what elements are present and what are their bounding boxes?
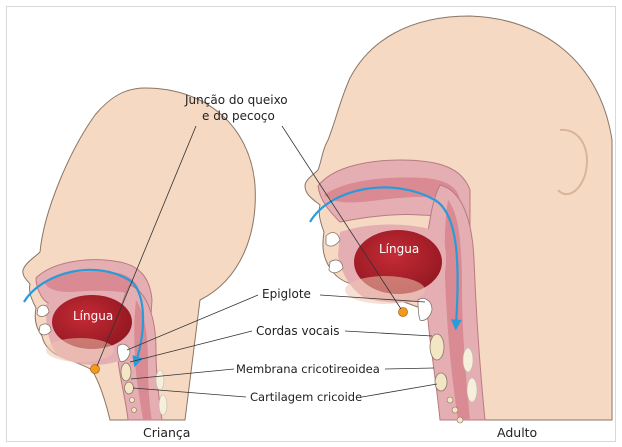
adult-cricoid-cartilage	[435, 373, 447, 391]
adult-thyroid-cartilage	[430, 334, 444, 360]
child-cricoid-cartilage	[125, 382, 134, 394]
adult-trachea-ring	[452, 407, 458, 413]
child-vertebra	[159, 395, 167, 415]
leader-vocal-cords-adult	[345, 331, 432, 336]
adult-chin-shade	[345, 276, 425, 304]
adult-trachea-ring	[457, 417, 463, 423]
child-caption: Criança	[143, 425, 190, 440]
cricoid-cartilage-label: Cartilagem cricoide	[250, 390, 362, 404]
chin-neck-label-line2: e do pecoço	[202, 109, 275, 123]
child-vertebra	[156, 370, 164, 390]
adult-trachea-ring	[447, 397, 453, 403]
adult-chin-neck-marker	[399, 308, 408, 317]
child-upper-teeth	[37, 305, 49, 316]
epiglottis-label: Epiglote	[262, 287, 311, 301]
chin-neck-label-line1: Junção do queixo	[184, 93, 288, 107]
adult-vertebra	[467, 378, 477, 402]
child-trachea-ring	[130, 398, 135, 403]
adult-caption: Adulto	[497, 425, 537, 440]
adult-vertebra	[463, 348, 473, 372]
child-chin-neck-marker	[91, 365, 100, 374]
cricothyroid-membrane-label: Membrana cricotireoidea	[236, 362, 380, 376]
vocal-cords-label: Cordas vocais	[256, 324, 339, 338]
child-lower-teeth	[39, 324, 51, 335]
leader-cricoid-adult	[362, 384, 437, 397]
adult-tongue-label: Língua	[379, 242, 419, 256]
child-thyroid-cartilage	[121, 363, 131, 381]
child-tongue-label: Língua	[73, 309, 113, 323]
leader-membrane-adult	[385, 368, 434, 369]
child-trachea-ring	[132, 408, 137, 413]
